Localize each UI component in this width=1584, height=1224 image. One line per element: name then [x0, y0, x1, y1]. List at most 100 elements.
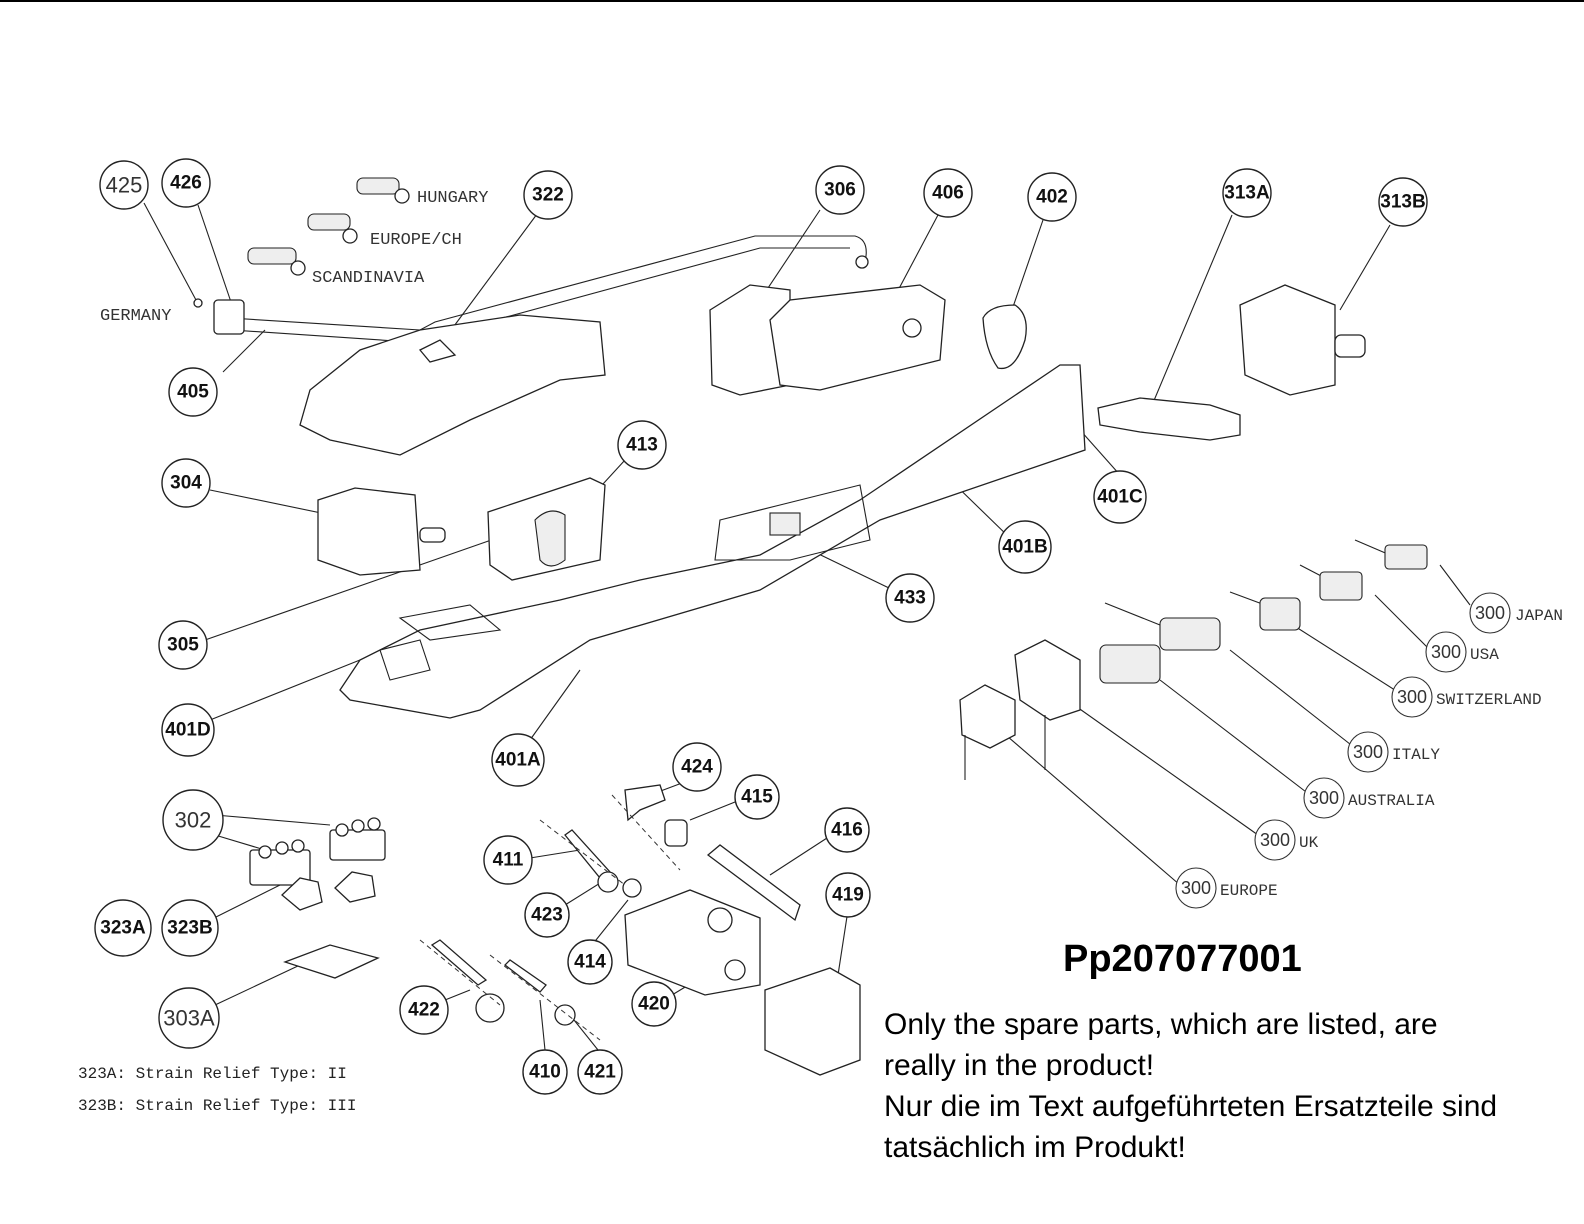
svg-text:426: 426 [170, 173, 202, 194]
callout-420: 420 [631, 981, 677, 1027]
block-304-shape [317, 487, 421, 576]
callout-306: 306 [815, 165, 865, 215]
svg-text:405: 405 [177, 382, 209, 403]
plug-callout-italy: 300 ITALY [1347, 731, 1440, 773]
svg-text:425: 425 [106, 173, 143, 198]
part-number: Pp207077001 [1063, 938, 1302, 980]
svg-text:300: 300 [1181, 878, 1211, 898]
plug-uk-shape [1014, 639, 1081, 770]
valve-406-shape [769, 284, 946, 391]
label-germany: GERMANY [100, 307, 171, 326]
callout-414: 414 [567, 939, 613, 985]
callout-423: 423 [524, 892, 570, 938]
svg-text:300: 300 [1475, 603, 1505, 623]
bracket-424-shape [624, 784, 666, 822]
callout-422: 422 [399, 985, 449, 1035]
callout-406: 406 [923, 168, 973, 218]
callout-323b: 323B [161, 899, 219, 957]
callout-401b: 401B [998, 520, 1052, 574]
svg-text:406: 406 [932, 183, 964, 204]
strain-relief-legend: 323A: Strain Relief Type: II 323B: Strai… [78, 1058, 356, 1122]
nut-421-shape [554, 1004, 576, 1026]
svg-text:424: 424 [681, 757, 713, 778]
plug-callout-europe: 300 EUROPE [1175, 867, 1278, 909]
switch-313b-shape [1239, 284, 1336, 396]
svg-text:401C: 401C [1097, 487, 1143, 508]
svg-text:AUSTRALIA: AUSTRALIA [1348, 792, 1435, 810]
svg-text:300: 300 [1397, 687, 1427, 707]
top-border-line [0, 0, 1584, 2]
washer-423-shape [597, 871, 619, 893]
callout-411: 411 [483, 835, 533, 885]
strip-416-shape [706, 844, 801, 922]
plug-italy-shape [1104, 602, 1221, 651]
knob-402-shape [982, 304, 1027, 370]
washer-414-shape [622, 878, 642, 898]
nut-415-shape [664, 819, 688, 847]
nozzle-hungary-shape [356, 177, 410, 204]
svg-text:414: 414 [574, 952, 606, 973]
spare-parts-note: Only the spare parts, which are listed, … [884, 1004, 1574, 1168]
plate-303a-shape [283, 944, 380, 979]
legend-line: 323A: Strain Relief Type: II [78, 1065, 347, 1083]
svg-text:411: 411 [493, 850, 524, 871]
callout-426: 426 [161, 158, 211, 208]
callout-303a: 303A [158, 987, 220, 1049]
cover-322-shape [299, 314, 606, 456]
svg-text:302: 302 [175, 808, 212, 833]
plug-australia-shape [1099, 644, 1161, 684]
note-line: tatsächlich im Produkt! [884, 1131, 1186, 1164]
plug-usa-shape [1299, 564, 1363, 601]
callout-322: 322 [523, 170, 573, 220]
svg-text:304: 304 [170, 473, 202, 494]
svg-text:323A: 323A [100, 918, 146, 939]
terminal-block-302-shape [249, 817, 386, 886]
svg-text:EUROPE: EUROPE [1220, 882, 1278, 900]
svg-text:ITALY: ITALY [1392, 746, 1440, 764]
svg-text:300: 300 [1260, 830, 1290, 850]
note-line: Nur die im Text aufgeführteten Ersatztei… [884, 1090, 1498, 1123]
svg-text:313B: 313B [1380, 192, 1425, 213]
svg-text:306: 306 [824, 180, 856, 201]
callout-402: 402 [1027, 172, 1077, 222]
plug-callout-switzerland: 300 SWITZERLAND [1391, 676, 1542, 718]
callout-305: 305 [158, 620, 208, 670]
svg-text:433: 433 [894, 588, 926, 609]
electrode-422-shape [430, 939, 488, 986]
callout-419: 419 [825, 872, 871, 918]
svg-text:401B: 401B [1002, 537, 1047, 558]
thermocouple-411-shape [564, 829, 612, 879]
note-line: Only the spare parts, which are listed, … [884, 1008, 1438, 1041]
svg-text:300: 300 [1431, 642, 1461, 662]
svg-text:419: 419 [832, 885, 864, 906]
callout-410: 410 [522, 1049, 568, 1095]
callout-313b: 313B [1378, 177, 1428, 227]
svg-text:423: 423 [531, 905, 563, 926]
part-sketches [193, 177, 1428, 1076]
callout-421: 421 [577, 1049, 623, 1095]
plug-callout-japan: 300 JAPAN [1469, 592, 1563, 634]
svg-text:323B: 323B [167, 918, 212, 939]
chassis-401-shape [339, 364, 1086, 719]
svg-text:SWITZERLAND: SWITZERLAND [1436, 691, 1542, 709]
svg-text:305: 305 [167, 635, 199, 656]
plug-callout-uk: 300 UK [1254, 819, 1319, 861]
callout-323a: 323A [94, 899, 152, 957]
callout-304: 304 [161, 458, 211, 508]
nozzle-scandinavia-shape [247, 247, 306, 276]
svg-text:402: 402 [1036, 187, 1068, 208]
plug-japan-shape [1354, 539, 1428, 570]
svg-text:422: 422 [408, 1000, 440, 1021]
callout-401d: 401D [161, 703, 215, 757]
plug-callout-australia: 300 AUSTRALIA [1303, 777, 1435, 819]
svg-text:USA: USA [1470, 646, 1499, 664]
ignitor-313a-shape [1097, 397, 1241, 441]
svg-text:413: 413 [626, 435, 658, 456]
callout-401c: 401C [1093, 470, 1147, 524]
callout-405: 405 [168, 367, 218, 417]
svg-text:410: 410 [529, 1062, 561, 1083]
callout-415: 415 [734, 774, 780, 820]
svg-text:421: 421 [584, 1062, 616, 1083]
legend-line: 323B: Strain Relief Type: III [78, 1097, 357, 1115]
